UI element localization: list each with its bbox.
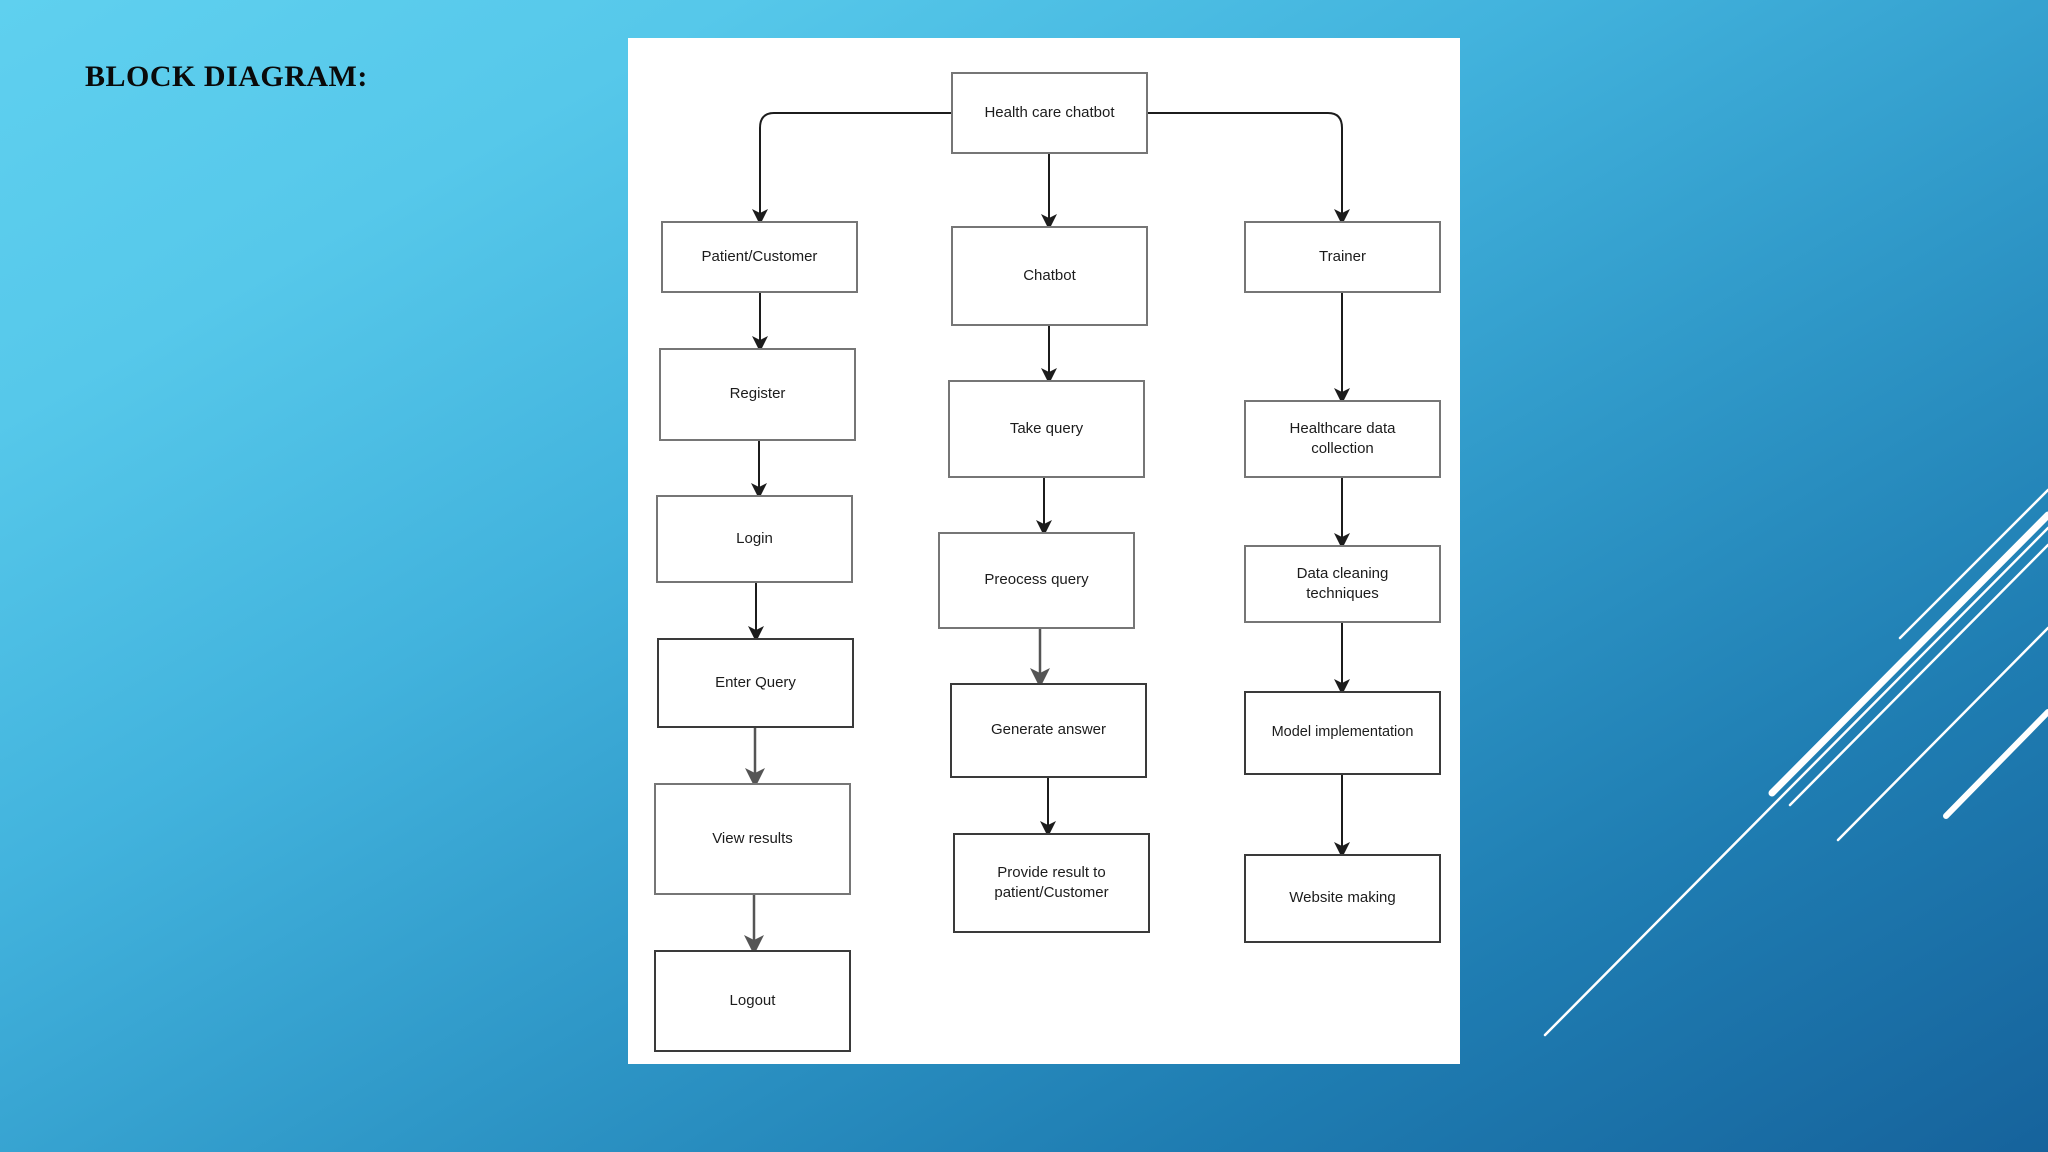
- node-register[interactable]: Register: [659, 348, 856, 441]
- node-logout[interactable]: Logout: [654, 950, 851, 1052]
- node-patient-customer[interactable]: Patient/Customer: [661, 221, 858, 293]
- diagram-panel: Health care chatbot Patient/Customer Reg…: [628, 38, 1460, 1064]
- node-model-implementation[interactable]: Model implementation: [1244, 691, 1441, 775]
- node-chatbot[interactable]: Chatbot: [951, 226, 1148, 326]
- node-preocess-query[interactable]: Preocess query: [938, 532, 1135, 629]
- node-health-care-chatbot[interactable]: Health care chatbot: [951, 72, 1148, 154]
- node-login[interactable]: Login: [656, 495, 853, 583]
- flowchart-connectors: [744, 112, 1350, 955]
- node-enter-query[interactable]: Enter Query: [657, 638, 854, 728]
- node-website-making[interactable]: Website making: [1244, 854, 1441, 943]
- node-trainer[interactable]: Trainer: [1244, 221, 1441, 293]
- node-view-results[interactable]: View results: [654, 783, 851, 895]
- page-title: BLOCK DIAGRAM:: [85, 60, 368, 93]
- node-generate-answer[interactable]: Generate answer: [950, 683, 1147, 778]
- node-take-query[interactable]: Take query: [948, 380, 1145, 478]
